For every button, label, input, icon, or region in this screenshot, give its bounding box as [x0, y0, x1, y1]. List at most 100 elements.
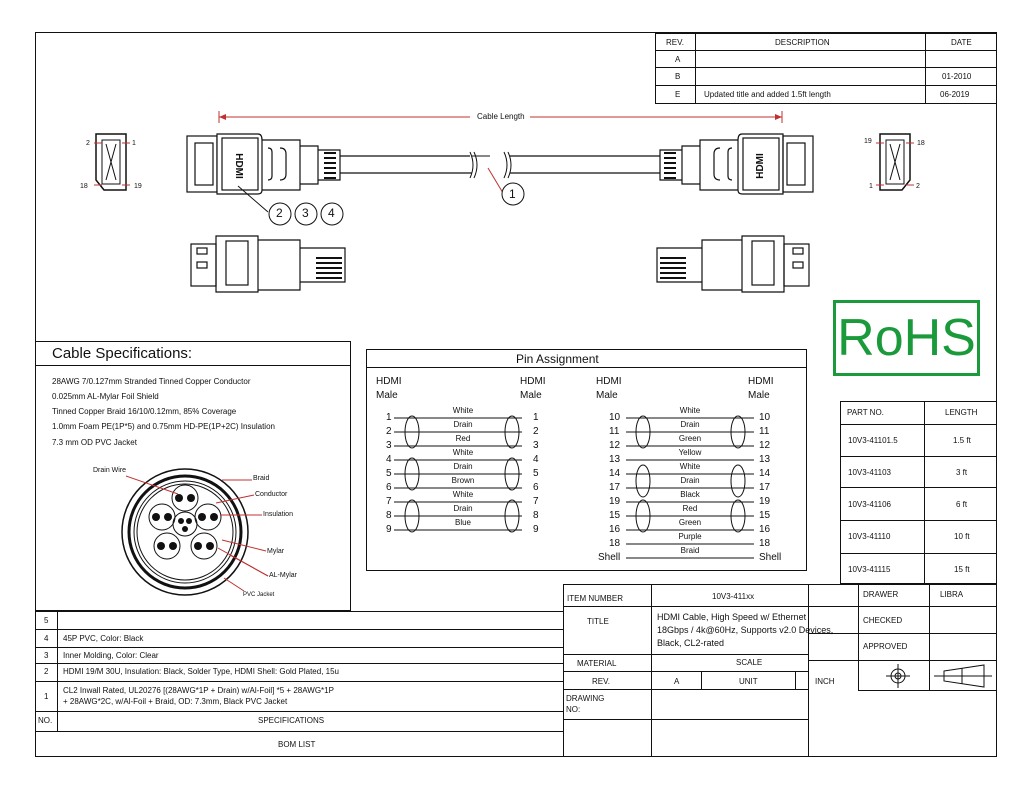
left-pin-b-2: 2: [533, 426, 539, 437]
right-wire-color-3: Green: [678, 434, 702, 443]
rev-header: REV.: [666, 38, 684, 47]
callout-3: 3: [302, 206, 309, 220]
drawing-no-label-1: DRAWING: [566, 694, 605, 703]
left-pin-b-8: 8: [533, 510, 539, 521]
left-pin-1: 1: [132, 140, 136, 147]
right-wire-color-8: Red: [682, 504, 698, 513]
projection-symbol: [886, 664, 992, 688]
right-pin-a-4: 13: [609, 454, 621, 465]
left-pin-b-4: 4: [533, 454, 539, 465]
item-number-value: 10V3-411xx: [712, 592, 755, 601]
left-hdmi-label-b: HDMI: [520, 376, 546, 387]
right-pin-b-9: 16: [759, 524, 771, 535]
cable-length-label: Cable Length: [474, 112, 528, 122]
rohs-mark: RoHS: [833, 300, 980, 376]
unit-value: INCH: [815, 677, 835, 686]
title-line-3: Black, CL2-rated: [657, 638, 725, 648]
pin-assignment-wiring: [394, 415, 754, 559]
scale-label: SCALE: [736, 658, 763, 667]
left-pin-a-4: 4: [386, 454, 392, 465]
left-wire-color-1: White: [452, 406, 474, 415]
right-pin-a-9: 16: [609, 524, 621, 535]
left-male-label-a: Male: [376, 390, 398, 401]
bom-spec-header: SPECIFICATIONS: [258, 716, 325, 725]
svg-text:HDMI: HDMI: [233, 153, 244, 179]
length-row-1: 1.5 ft: [953, 436, 971, 445]
callout-2: 2: [276, 206, 283, 220]
right-pin-b-1: 10: [759, 412, 771, 423]
bom-no-header: NO.: [38, 716, 53, 725]
right-wire-color-2: Drain: [680, 420, 700, 429]
right-pin-a-5: 14: [609, 468, 621, 479]
drawer-label: DRAWER: [863, 590, 899, 599]
left-pin-a-9: 9: [386, 524, 392, 535]
label-mylar: Mylar: [267, 548, 285, 555]
right-pin-b-10: 18: [759, 538, 771, 549]
right-wire-color-10: Purple: [678, 532, 702, 541]
right-pin-b-3: 12: [759, 440, 771, 451]
label-conductor: Conductor: [255, 491, 288, 498]
left-wire-color-2: Drain: [453, 420, 473, 429]
left-wire-color-4: White: [452, 448, 474, 457]
bom-no-1: 1: [44, 692, 49, 701]
part-row-5: 10V3-41115: [848, 565, 891, 574]
right-pin-18: 18: [917, 140, 925, 147]
right-pin-b-2: 11: [759, 426, 770, 437]
spec-line-3: Tinned Copper Braid 16/10/0.12mm, 85% Co…: [52, 407, 237, 416]
title-label: TITLE: [587, 617, 609, 626]
left-connector-side: [190, 235, 346, 293]
part-row-2: 10V3-41103: [848, 468, 891, 477]
spec-line-1: 28AWG 7/0.127mm Stranded Tinned Copper C…: [52, 377, 251, 386]
left-hdmi-label-a: HDMI: [376, 376, 402, 387]
label-drain-wire: Drain Wire: [93, 467, 127, 474]
title-line-2: 18Gbps / 4k@60Hz, Supports v2.0 Devices,: [657, 625, 834, 635]
left-pin-a-7: 7: [386, 496, 392, 507]
date-header: DATE: [951, 38, 972, 47]
rev-e-date: 06-2019: [940, 90, 970, 99]
title-line-1: HDMI Cable, High Speed w/ Ethernet: [657, 612, 807, 622]
bom-list-label: BOM LIST: [278, 740, 316, 749]
right-male-label-b: Male: [748, 390, 770, 401]
right-pin-b-4: 13: [759, 454, 771, 465]
right-connector-side: [656, 235, 810, 293]
left-pin-b-3: 3: [533, 440, 539, 451]
bom-no-5: 5: [44, 616, 49, 625]
cable-cross-section: [121, 468, 249, 596]
rev-e: E: [675, 90, 681, 99]
right-pin-b-7: 19: [759, 496, 771, 507]
left-wire-color-3: Red: [455, 434, 471, 443]
left-pin-b-9: 9: [533, 524, 539, 535]
right-wire-color-1: White: [679, 406, 701, 415]
approved-label: APPROVED: [863, 642, 908, 651]
checked-label: CHECKED: [863, 616, 903, 625]
right-pin-a-3: 12: [609, 440, 621, 451]
left-connector-top: [186, 133, 472, 195]
rev-b: B: [675, 72, 681, 81]
right-pin-b-6: 17: [759, 482, 771, 493]
length-row-3: 6 ft: [956, 500, 968, 509]
left-wire-color-6: Brown: [451, 476, 475, 485]
right-pin-b-5: 14: [759, 468, 771, 479]
left-pin-a-1: 1: [386, 412, 392, 423]
left-pin-b-6: 6: [533, 482, 539, 493]
right-pin-a-7: 19: [609, 496, 621, 507]
spec-line-2: 0.025mm AL-Mylar Foil Shield: [52, 392, 159, 401]
label-insulation: Insulation: [263, 511, 293, 518]
right-wire-color-6: Drain: [680, 476, 700, 485]
right-pin-a-2: 11: [609, 426, 620, 437]
right-pin-a-8: 15: [609, 510, 621, 521]
left-pin-19: 19: [134, 183, 142, 190]
right-wire-color-9: Green: [678, 518, 702, 527]
part-row-4: 10V3-41110: [848, 532, 891, 541]
length-row-2: 3 ft: [956, 468, 968, 477]
right-pin-a-11: Shell: [598, 552, 621, 563]
right-wire-color-11: Braid: [680, 546, 700, 555]
left-wire-color-9: Blue: [454, 518, 471, 527]
length-header: LENGTH: [945, 408, 978, 417]
bom-spec-3: Inner Molding, Color: Clear: [63, 651, 159, 660]
rev-a: A: [675, 55, 681, 64]
left-pin-a-5: 5: [386, 468, 392, 479]
right-hdmi-label-b: HDMI: [748, 376, 774, 387]
bom-no-2: 2: [44, 667, 49, 676]
left-pinout-face: [95, 133, 127, 191]
